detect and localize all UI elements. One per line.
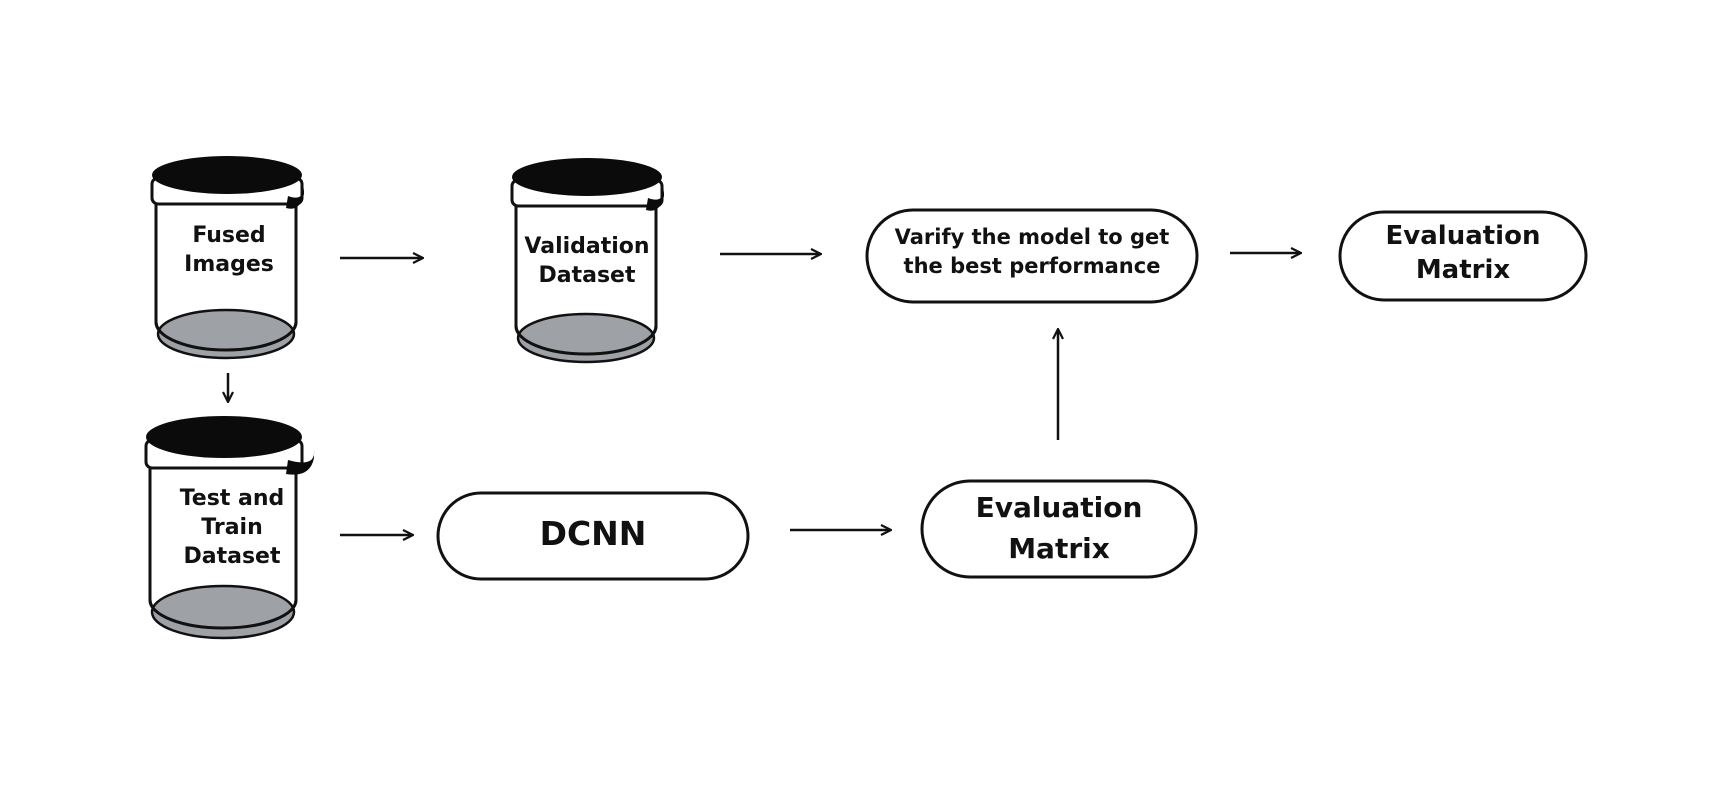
cylinder-lid: [152, 156, 302, 194]
fused-images-line-2: Images: [184, 251, 274, 277]
evaluation-matrix-bottom-line-2: Matrix: [1008, 531, 1110, 565]
test-train-dataset-line-3: Dataset: [183, 544, 281, 570]
evaluation-matrix-top-line-1: Evaluation: [1385, 221, 1541, 251]
validation-dataset-line-1: Validation: [524, 234, 650, 259]
verify-model-line-2: the best performance: [903, 254, 1161, 279]
evaluation-matrix-top-line-2: Matrix: [1415, 254, 1511, 285]
cylinder-validation-dataset: [510, 158, 664, 364]
test-train-dataset-line-2: Train: [201, 515, 263, 541]
fused-images-line-1: Fused: [192, 223, 266, 248]
fused-images-label: Fused Images: [156, 222, 302, 279]
cylinder-lid: [512, 158, 662, 196]
evaluation-matrix-top-pill: [1338, 210, 1588, 302]
verify-model-pill: [865, 208, 1199, 304]
test-train-dataset-line-1: Test and: [179, 486, 285, 511]
cylinder-test-train-dataset: [144, 416, 315, 640]
evaluation-matrix-bottom-line-1: Evaluation: [975, 491, 1143, 524]
test-train-dataset-label: Test and Train Dataset: [150, 484, 314, 571]
cylinder-bottom: [150, 584, 296, 640]
dcnn-line-1: DCNN: [539, 514, 647, 553]
validation-dataset-label: Validation Dataset: [511, 233, 663, 290]
cylinder-fused-images: [150, 156, 304, 360]
cylinder-lid: [146, 416, 302, 458]
evaluation-matrix-top-label: Evaluation Matrix: [1340, 220, 1586, 288]
validation-dataset-line-2: Dataset: [538, 262, 636, 288]
dcnn-pill: [436, 491, 750, 581]
verify-model-label: Varify the model to get the best perform…: [867, 223, 1197, 282]
verify-model-line-1: Varify the model to get: [894, 225, 1170, 249]
dcnn-label: DCNN: [438, 513, 748, 556]
evaluation-matrix-bottom-pill: [920, 479, 1198, 579]
evaluation-matrix-bottom-label: Evaluation Matrix: [922, 488, 1196, 569]
